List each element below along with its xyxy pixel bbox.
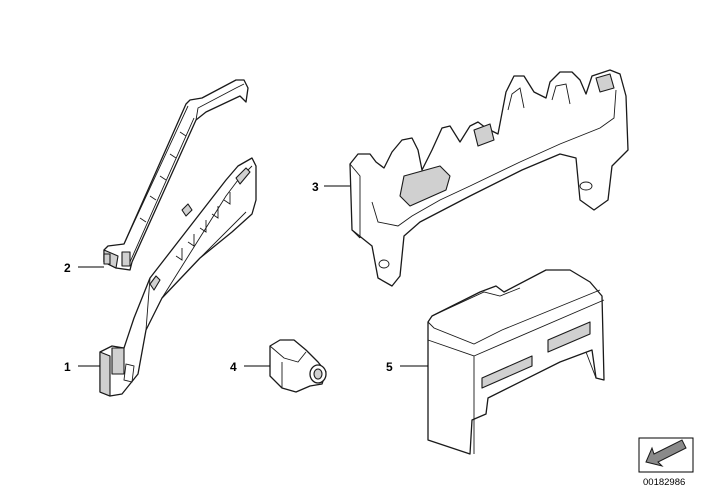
callout-1: 1 [64,360,71,374]
document-number: 00182986 [643,477,685,488]
part-2-cable-duct-upper[interactable] [103,79,249,271]
callout-3: 3 [312,180,319,194]
part-5-cover[interactable] [427,269,605,455]
part-3-holder-bracket[interactable] [349,69,629,287]
view-arrow-box [638,437,694,473]
part-1-cable-duct-lower[interactable] [99,157,257,397]
arrow-icon [645,439,687,467]
callout-4: 4 [230,360,237,374]
part-4-cap[interactable] [269,339,327,393]
callout-2: 2 [64,261,71,275]
callout-leaders [78,185,428,367]
callout-5: 5 [386,360,393,374]
